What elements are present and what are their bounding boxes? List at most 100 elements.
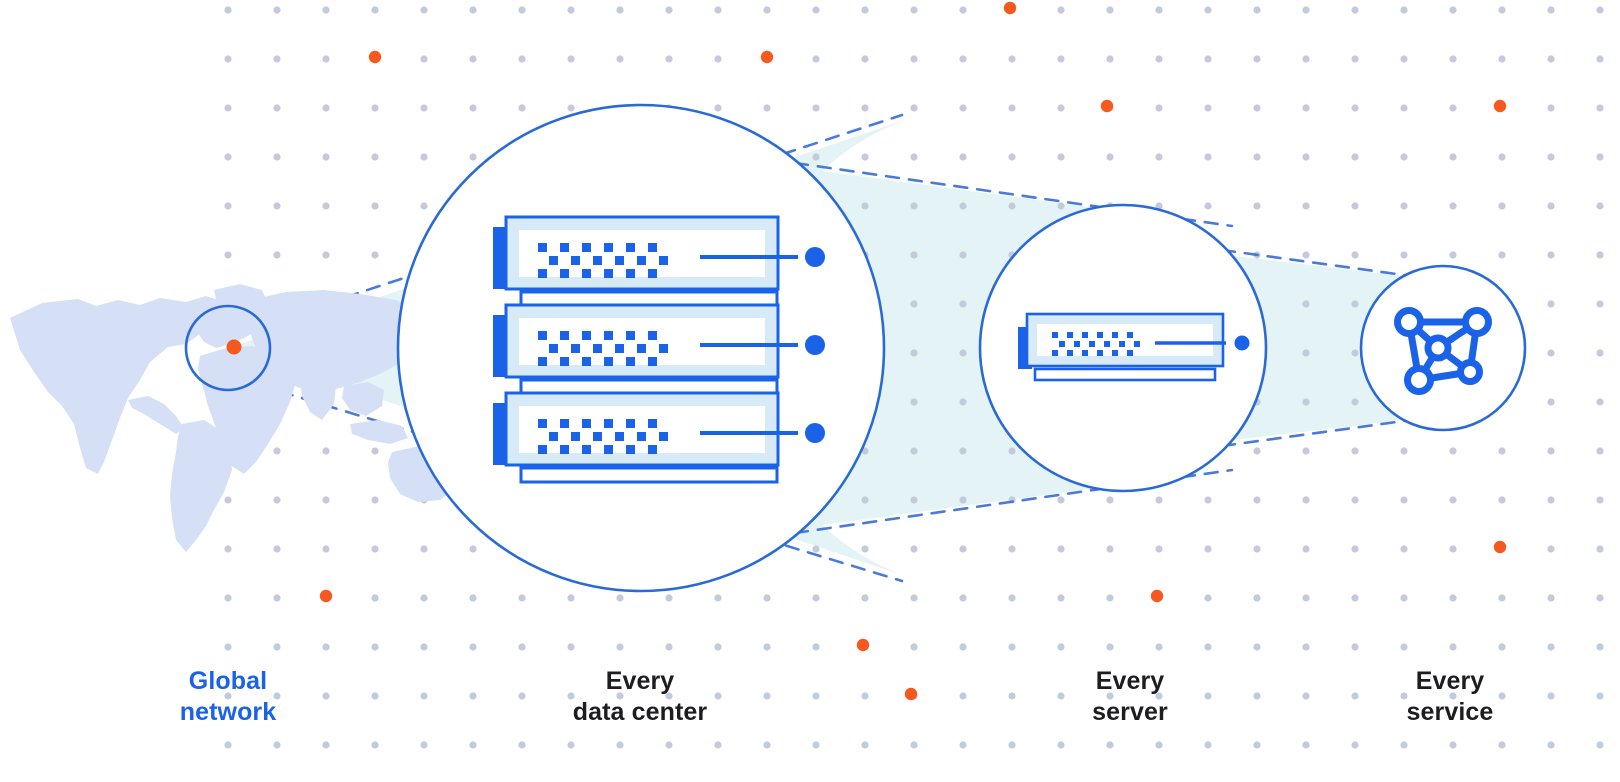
- grid-dot: [665, 594, 673, 602]
- grid-dot: [959, 545, 967, 553]
- grid-dot: [763, 692, 771, 700]
- grid-dot: [371, 153, 379, 161]
- grid-dot: [714, 6, 722, 14]
- grid-dot: [273, 643, 281, 651]
- grid-dot: [1449, 741, 1457, 749]
- grid-dot: [812, 741, 820, 749]
- grid-dot: [959, 447, 967, 455]
- grid-dot: [812, 6, 820, 14]
- grid-dot: [1547, 447, 1555, 455]
- grid-dot: [910, 447, 918, 455]
- grid-dot: [1596, 104, 1604, 112]
- grid-dot: [1498, 6, 1506, 14]
- grid-dot: [1204, 692, 1212, 700]
- grid-dot: [1106, 6, 1114, 14]
- grid-dot: [371, 6, 379, 14]
- grid-dot: [910, 349, 918, 357]
- grid-dot: [322, 202, 330, 210]
- grid-dot: [1057, 6, 1065, 14]
- grid-dot: [420, 741, 428, 749]
- grid-dot: [1596, 202, 1604, 210]
- grid-dot: [1449, 496, 1457, 504]
- grid-dot: [910, 643, 918, 651]
- grid-dot: [1106, 741, 1114, 749]
- grid-dot: [1596, 55, 1604, 63]
- grid-dot: [1155, 496, 1163, 504]
- grid-dot: [1253, 153, 1261, 161]
- grid-dot: [1400, 202, 1408, 210]
- grid-dot: [322, 741, 330, 749]
- grid-dot: [469, 692, 477, 700]
- grid-dot: [469, 6, 477, 14]
- grid-dot: [1008, 594, 1016, 602]
- grid-dot: [1106, 153, 1114, 161]
- accent-dot: [368, 50, 382, 64]
- grid-dot: [665, 55, 673, 63]
- grid-dot: [1449, 692, 1457, 700]
- grid-dot: [1400, 643, 1408, 651]
- service-circle-outline: [1359, 264, 1527, 432]
- grid-dot: [1351, 202, 1359, 210]
- grid-dot: [1596, 349, 1604, 357]
- grid-dot: [959, 300, 967, 308]
- grid-dot: [1057, 545, 1065, 553]
- grid-dot: [1449, 55, 1457, 63]
- grid-dot: [1204, 741, 1212, 749]
- grid-dot: [959, 104, 967, 112]
- grid-dot: [665, 692, 673, 700]
- grid-dot: [1302, 545, 1310, 553]
- grid-dot: [1106, 496, 1114, 504]
- grid-dot: [1155, 741, 1163, 749]
- grid-dot: [959, 594, 967, 602]
- grid-dot: [567, 6, 575, 14]
- grid-dot: [1253, 594, 1261, 602]
- grid-dot: [273, 692, 281, 700]
- grid-dot: [273, 153, 281, 161]
- grid-dot: [1008, 153, 1016, 161]
- grid-dot: [910, 398, 918, 406]
- grid-dot: [1253, 496, 1261, 504]
- grid-dot: [1498, 594, 1506, 602]
- grid-dot: [1351, 741, 1359, 749]
- grid-dot: [1400, 447, 1408, 455]
- grid-dot: [1204, 6, 1212, 14]
- grid-dot: [273, 741, 281, 749]
- grid-dot: [1057, 55, 1065, 63]
- grid-dot: [371, 496, 379, 504]
- grid-dot: [322, 6, 330, 14]
- grid-dot: [1008, 55, 1016, 63]
- grid-dot: [1498, 643, 1506, 651]
- grid-dot: [1302, 741, 1310, 749]
- rack-unit-3-status-led-icon: [805, 423, 825, 443]
- grid-dot: [1155, 202, 1163, 210]
- map-landmass-india: [300, 376, 336, 420]
- accent-dot: [1493, 540, 1507, 554]
- grid-dot: [763, 594, 771, 602]
- grid-dot: [1057, 104, 1065, 112]
- grid-dot: [959, 643, 967, 651]
- grid-dot: [1351, 153, 1359, 161]
- grid-dot: [616, 594, 624, 602]
- grid-dot: [420, 153, 428, 161]
- accent-dot: [1100, 99, 1114, 113]
- grid-dot: [910, 202, 918, 210]
- grid-dot: [1400, 6, 1408, 14]
- grid-dot: [1253, 545, 1261, 553]
- grid-dot: [371, 643, 379, 651]
- grid-dot: [861, 6, 869, 14]
- grid-dot: [224, 202, 232, 210]
- grid-dot: [1596, 6, 1604, 14]
- grid-dot: [1498, 153, 1506, 161]
- grid-dot: [1547, 741, 1555, 749]
- grid-dot: [518, 6, 526, 14]
- grid-dot: [224, 6, 232, 14]
- grid-dot: [714, 55, 722, 63]
- grid-dot: [1008, 643, 1016, 651]
- grid-dot: [1302, 300, 1310, 308]
- grid-dot: [1498, 741, 1506, 749]
- grid-dot: [518, 594, 526, 602]
- grid-dot: [1449, 6, 1457, 14]
- grid-dot: [910, 496, 918, 504]
- grid-dot: [1596, 300, 1604, 308]
- grid-dot: [322, 692, 330, 700]
